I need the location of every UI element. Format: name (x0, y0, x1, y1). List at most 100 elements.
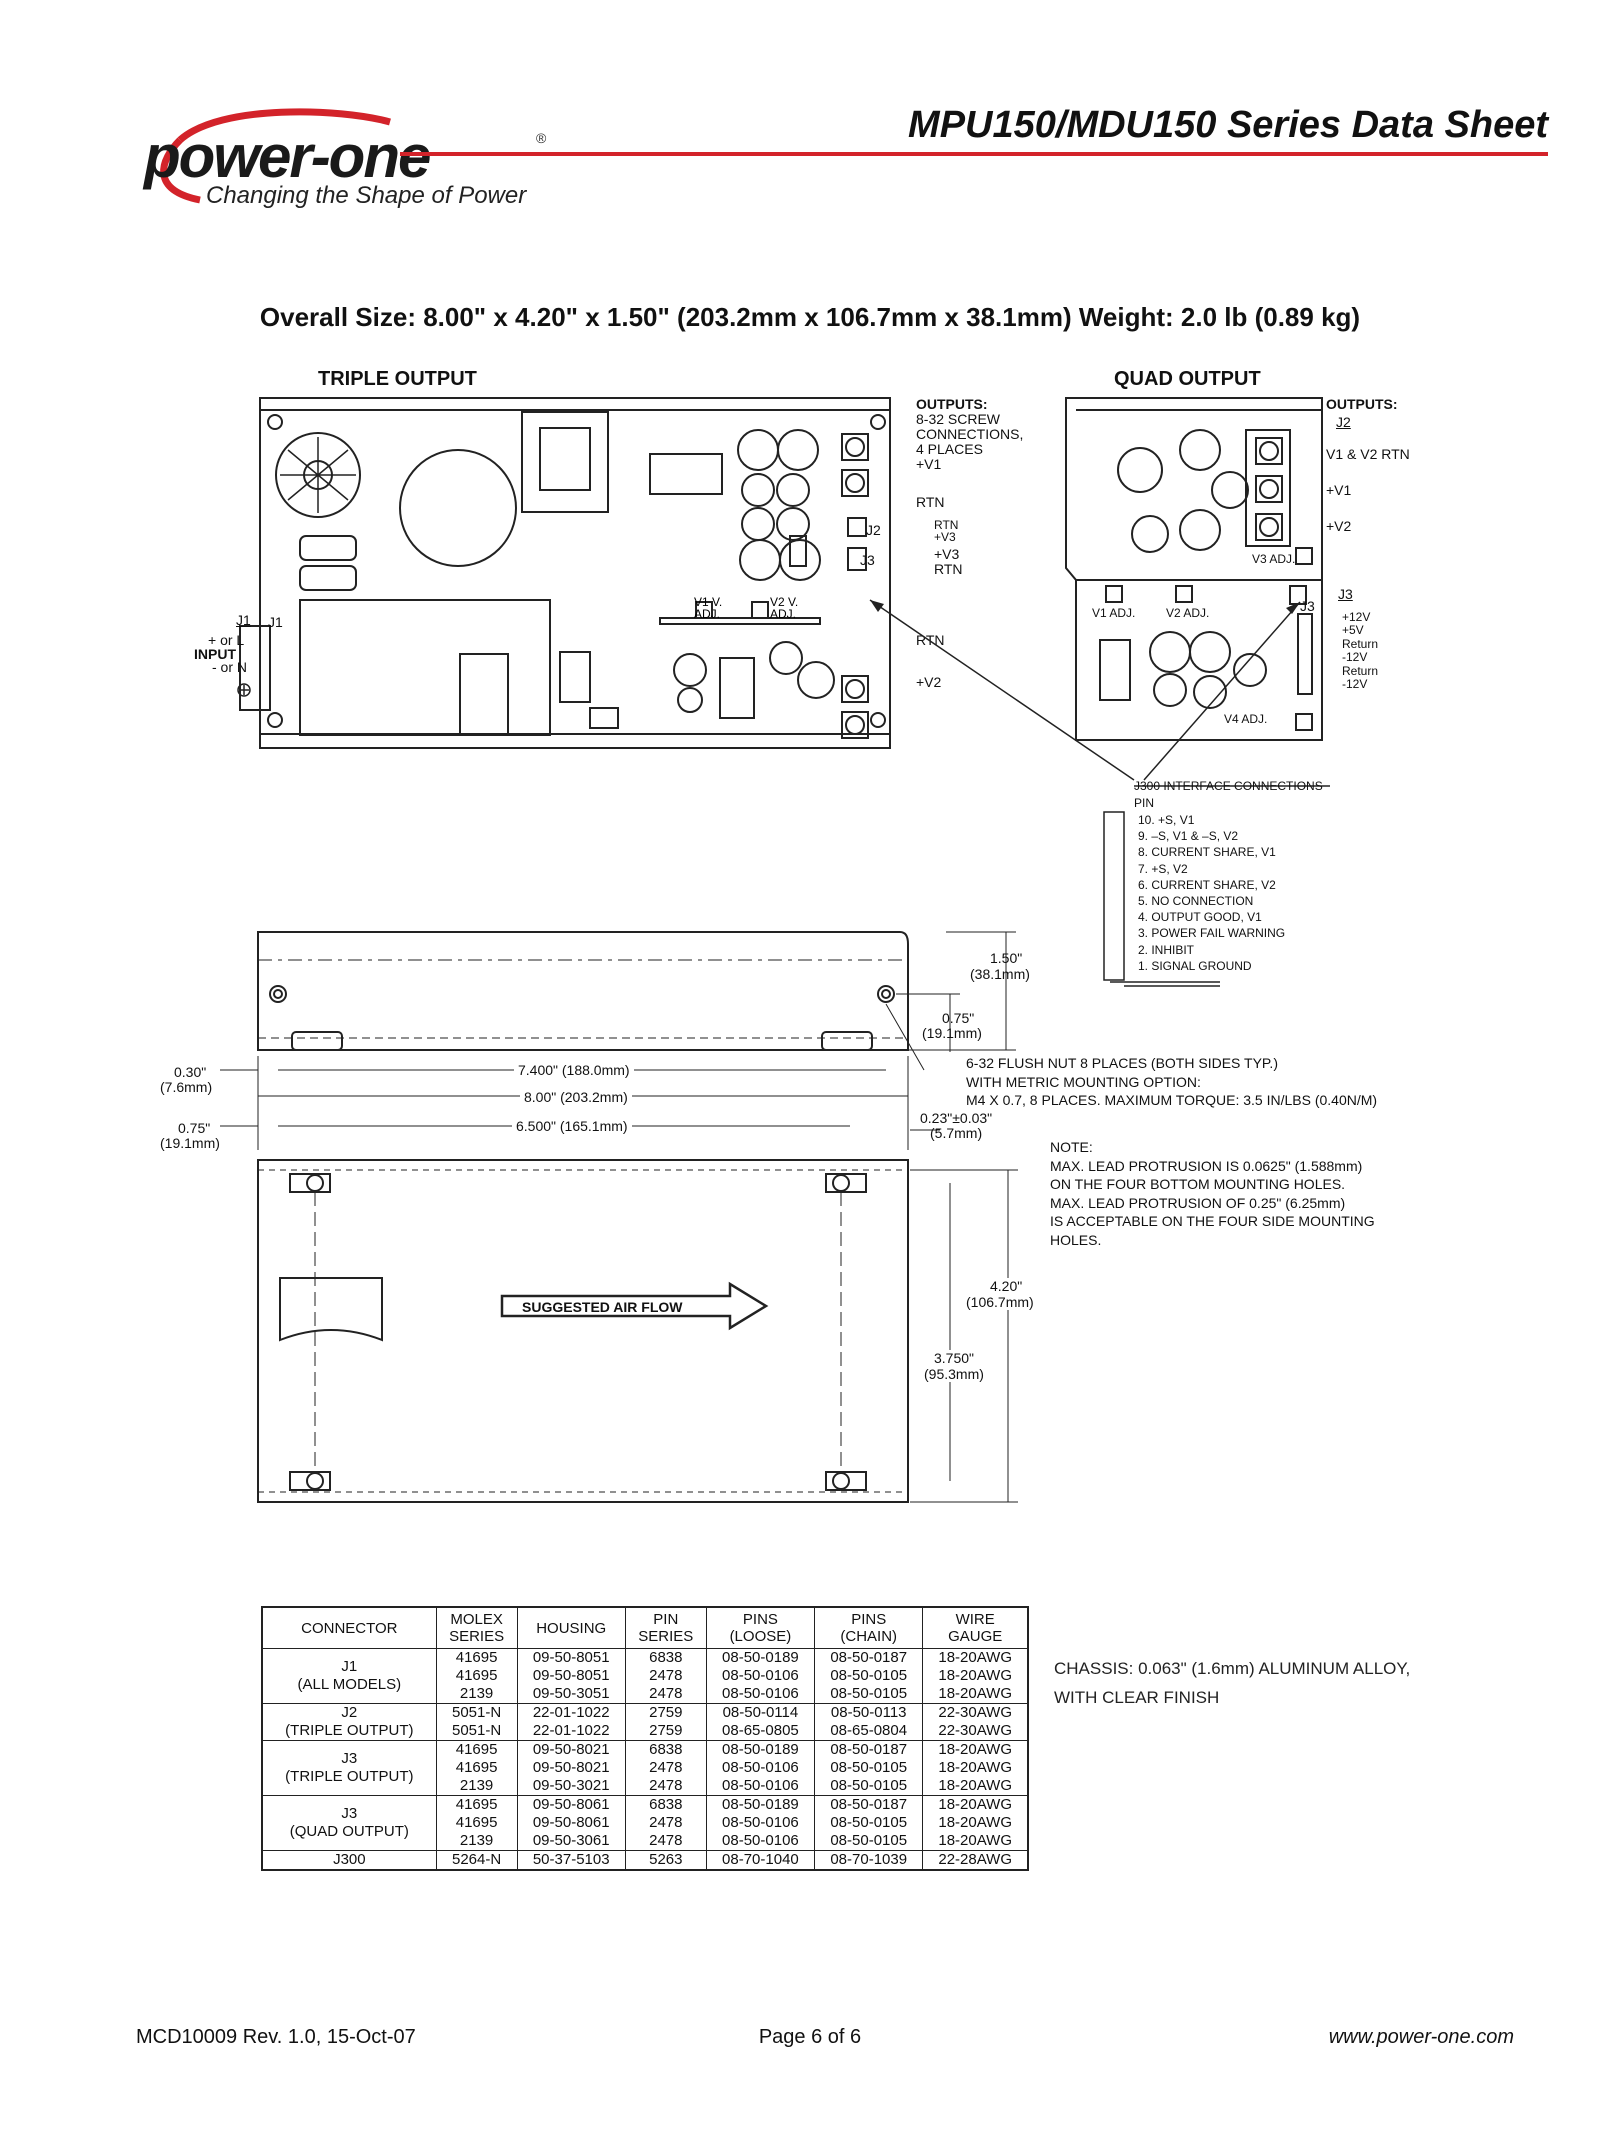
table-cell: 09-50-8061 (516, 1795, 626, 1814)
table-cell: 08-50-0106 (705, 1832, 816, 1851)
triple-outputs-line-2: CONNECTIONS, (916, 426, 1024, 442)
table-cell: 08-50-0187 (814, 1740, 924, 1759)
power-one-logo: power-one ® Changing the Shape of Power (140, 100, 560, 220)
dim-3750-in: 3.750" (934, 1350, 975, 1366)
table-cell: 09-50-8051 (516, 1648, 626, 1667)
j300-pin-6: 6. CURRENT SHARE, V2 (1138, 877, 1276, 892)
triple-j2-rtn: RTN (934, 518, 959, 532)
overall-size-heading: Overall Size: 8.00" x 4.20" x 1.50" (203… (259, 302, 1361, 332)
quad-outputs-label: OUTPUTS: (1326, 396, 1398, 412)
j300-pin-2: 2. INHIBIT (1138, 942, 1195, 957)
triple-outputs-line-1: 8-32 SCREW (916, 411, 1001, 427)
dim-left-mm: (7.6mm) (160, 1079, 213, 1095)
quad-j3-pin-4: -12V (1342, 650, 1368, 664)
chassis-line-2: WITH CLEAR FINISH (1054, 1688, 1220, 1707)
quad-plus-v1: +V1 (1326, 482, 1352, 498)
note-line-2: MAX. LEAD PROTRUSION IS 0.0625" (1.588mm… (1050, 1157, 1363, 1174)
j300-pin-9: 9. –S, V1 & –S, V2 (1138, 829, 1239, 844)
j300-pin-3: 3. POWER FAIL WARNING (1138, 926, 1286, 941)
connector-cell: J1(ALL MODELS) (261, 1648, 437, 1704)
table-cell: 08-70-1040 (705, 1850, 816, 1870)
j1-inner-label: J1 (268, 614, 283, 630)
logo-swoosh-icon (160, 108, 391, 204)
triple-rtn-1: RTN (916, 494, 945, 510)
quad-output-title: QUAD OUTPUT (1114, 368, 1261, 390)
logo-wordmark: power-one (144, 123, 431, 190)
svg-text:ADJ.: ADJ. (694, 607, 720, 621)
j300-pin-4: 4. OUTPUT GOOD, V1 (1138, 910, 1262, 925)
document-title: MPU150/MDU150 Series Data Sheet (908, 104, 1548, 146)
table-cell: 2478 (624, 1832, 707, 1851)
col-pins-loose: PINS(LOOSE) (705, 1607, 816, 1649)
table-cell: 08-50-0105 (814, 1777, 924, 1796)
footer-website-link[interactable]: www.power-one.com (1328, 2026, 1514, 2048)
registered-mark: ® (536, 130, 547, 146)
table-cell: 08-50-0187 (814, 1795, 924, 1814)
triple-plus-v2: +V2 (916, 674, 942, 690)
j300-pin-5: 5. NO CONNECTION (1138, 894, 1254, 909)
j300-pin-1: 1. SIGNAL GROUND (1138, 958, 1252, 973)
table-cell: 2759 (624, 1703, 707, 1722)
triple-output-board-drawing: V1 V.ADJ. V2 V.ADJ. (239, 397, 891, 749)
triple-outputs-label: OUTPUTS: (916, 396, 988, 412)
table-cell: 5051-N (435, 1722, 518, 1741)
table-cell: 5051-N (435, 1703, 518, 1722)
table-cell: 08-50-0106 (705, 1814, 816, 1832)
dim-420-in: 4.20" (990, 1278, 1023, 1294)
table-cell: 18-20AWG (922, 1685, 1029, 1704)
table-cell: 18-20AWG (922, 1832, 1029, 1851)
table-cell: 08-65-0804 (814, 1722, 924, 1741)
chassis-note: CHASSIS: 0.063" (1.6mm) ALUMINUM ALLOY, … (1054, 1654, 1410, 1712)
table-cell: 5264-N (435, 1850, 518, 1870)
j300-pin-list: 10. +S, V1 9. –S, V1 & –S, V2 8. CURRENT… (1138, 812, 1285, 974)
logo-tagline: Changing the Shape of Power (206, 182, 527, 209)
flush-nut-note-line-2: WITH METRIC MOUNTING OPTION: (966, 1073, 1201, 1090)
lead-protrusion-note: NOTE: MAX. LEAD PROTRUSION IS 0.0625" (1… (1050, 1138, 1375, 1249)
table-cell: 18-20AWG (922, 1740, 1029, 1759)
j300-pin-8: 8. CURRENT SHARE, V1 (1138, 845, 1276, 860)
table-cell: 09-50-8021 (516, 1740, 626, 1759)
dim-left2-mm: (19.1mm) (160, 1135, 220, 1151)
quad-v1-adj: V1 ADJ. (1092, 606, 1136, 620)
table-cell: 08-50-0189 (705, 1740, 816, 1759)
triple-j2-label: J2 (866, 522, 881, 538)
svg-text:V2 V.: V2 V. (770, 595, 798, 609)
table-cell: 08-50-0113 (814, 1703, 924, 1722)
table-cell: 18-20AWG (922, 1795, 1029, 1814)
j300-pin-7: 7. +S, V2 (1138, 861, 1188, 876)
table-cell: 08-50-0105 (814, 1759, 924, 1777)
chassis-line-1: CHASSIS: 0.063" (1.6mm) ALUMINUM ALLOY, (1054, 1659, 1411, 1678)
table-cell: 08-70-1039 (814, 1850, 924, 1870)
table-cell: 50-37-5103 (516, 1850, 626, 1870)
table-cell: 08-50-0106 (705, 1777, 816, 1796)
table-cell: 41695 (435, 1814, 518, 1832)
table-cell: 2478 (624, 1814, 707, 1832)
table-cell: 18-20AWG (922, 1648, 1029, 1667)
table-cell: 2139 (435, 1777, 518, 1796)
quad-v3-adj: V3 ADJ. (1252, 552, 1296, 566)
note-line-1: NOTE: (1050, 1139, 1093, 1155)
j300-leader-lines (869, 599, 1330, 987)
table-cell: 08-50-0105 (814, 1667, 924, 1685)
col-pins-chain: PINS(CHAIN) (814, 1607, 924, 1649)
table-cell: 6838 (624, 1795, 707, 1814)
table-cell: 18-20AWG (922, 1777, 1029, 1796)
flush-nut-note-line-3: M4 X 0.7, 8 PLACES. MAXIMUM TORQUE: 3.5 … (966, 1092, 1378, 1108)
quad-j3-pin-1: +12V (1342, 610, 1371, 624)
quad-j3-pin-2: +5V (1342, 623, 1364, 637)
connector-cell: J2(TRIPLE OUTPUT) (261, 1703, 437, 1741)
table-cell: 18-20AWG (922, 1759, 1029, 1777)
table-cell: 6838 (624, 1740, 707, 1759)
table-cell: 22-01-1022 (516, 1703, 626, 1722)
table-cell: 09-50-8061 (516, 1814, 626, 1832)
